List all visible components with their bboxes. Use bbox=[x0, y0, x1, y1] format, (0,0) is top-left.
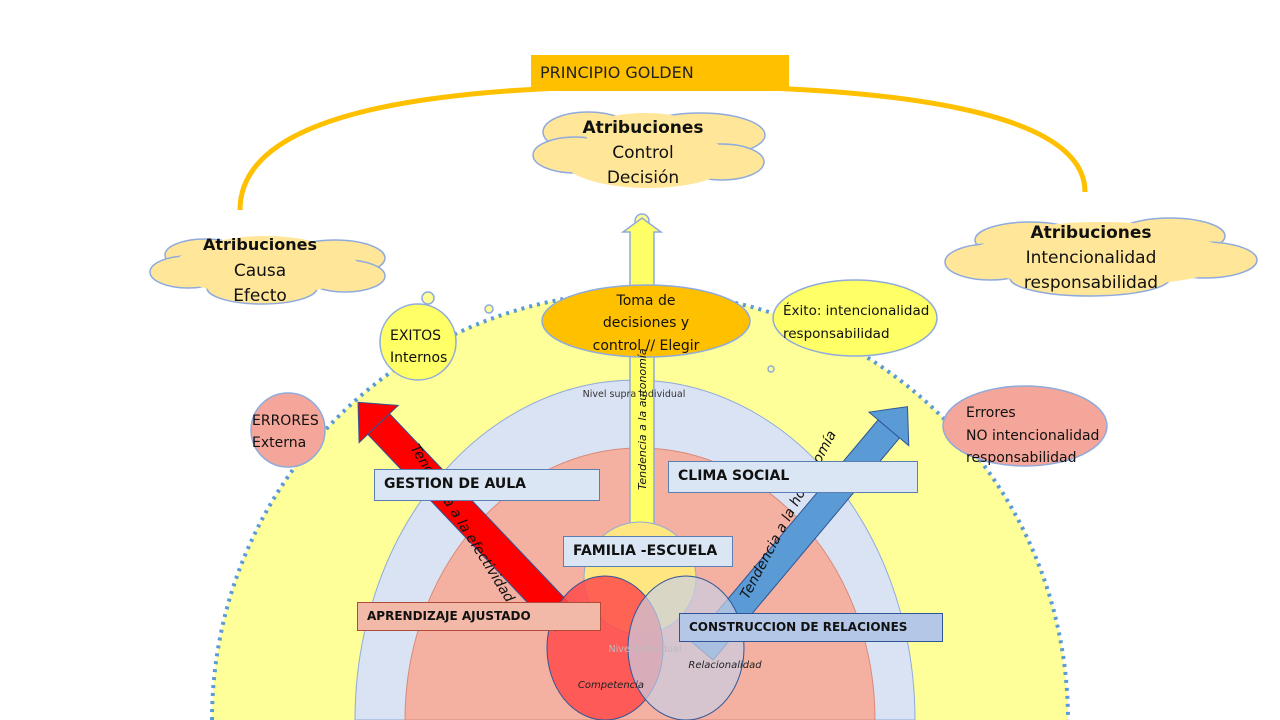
toma-line1: Toma de bbox=[616, 293, 676, 309]
autonomia-label: Tendencia a la autonomía bbox=[636, 348, 649, 490]
cloud-left-line2: Efecto bbox=[233, 286, 287, 306]
aprendizaje-ajustado-box: APRENDIZAJE AJUSTADO bbox=[357, 602, 601, 631]
errores-no-bubble bbox=[942, 385, 1108, 467]
cloud-left bbox=[149, 236, 386, 305]
errores-ext-line1: ERRORES bbox=[252, 413, 319, 429]
exitos-line2: Internos bbox=[390, 350, 447, 366]
cloud-right bbox=[944, 217, 1258, 297]
construccion-relaciones-box: CONSTRUCCION DE RELACIONES bbox=[679, 613, 943, 642]
relacionalidad-label: Relacionalidad bbox=[688, 660, 762, 671]
nivel-supra-label: Nivel supra individual bbox=[583, 389, 686, 400]
exitos-internos-bubble bbox=[379, 303, 457, 381]
toma-line3: control // Elegir bbox=[593, 338, 700, 354]
errores-no-line3: responsabilidad bbox=[966, 450, 1076, 466]
exito-int-line1: Éxito: intencionalidad bbox=[783, 302, 929, 319]
exito-int-line2: responsabilidad bbox=[783, 326, 890, 342]
exitos-line1: EXITOS bbox=[390, 328, 441, 344]
cloud-top-title: Atribuciones bbox=[582, 118, 703, 138]
errores-ext-line2: Externa bbox=[252, 435, 306, 451]
exito-intencionalidad-bubble bbox=[772, 279, 938, 357]
cloud-left-title: Atribuciones bbox=[203, 235, 317, 254]
competencia-label: Competencia bbox=[578, 680, 644, 691]
toma-decisiones-bubble bbox=[541, 284, 751, 358]
cloud-top-line2: Decisión bbox=[607, 168, 679, 188]
familia-escuela-box: FAMILIA -ESCUELA bbox=[563, 536, 733, 567]
relacionalidad-circle bbox=[627, 575, 745, 720]
cloud-top-line1: Control bbox=[612, 143, 673, 163]
cloud-left-line1: Causa bbox=[234, 261, 286, 281]
errores-no-line1: Errores bbox=[966, 405, 1016, 421]
cloud-right-title: Atribuciones bbox=[1030, 223, 1151, 243]
nivel-individual-label: Nivel individual bbox=[609, 644, 682, 655]
errores-no-line2: NO intencionalidad bbox=[966, 428, 1099, 444]
cloud-right-line2: responsabilidad bbox=[1024, 273, 1158, 293]
principio-golden-title: PRINCIPIO GOLDEN bbox=[531, 55, 789, 91]
gestion-aula-box: GESTION DE AULA bbox=[374, 469, 600, 501]
cloud-top bbox=[532, 111, 766, 188]
cloud-right-line1: Intencionalidad bbox=[1026, 248, 1157, 268]
errores-externa-bubble bbox=[250, 392, 326, 468]
clima-social-box: CLIMA SOCIAL bbox=[668, 461, 918, 493]
toma-line2: decisiones y bbox=[603, 315, 689, 331]
